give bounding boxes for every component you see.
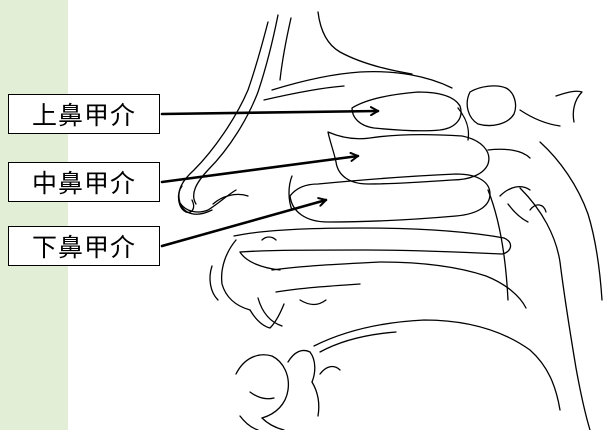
hard-palate <box>234 228 511 270</box>
frontal-region <box>264 72 582 126</box>
inferior-turbinate <box>289 174 490 222</box>
lower-jaw <box>236 350 340 430</box>
label-middle-turbinate: 中鼻甲介 <box>8 162 160 202</box>
arrow-middle-turbinate <box>162 156 358 182</box>
superior-turbinate <box>352 92 469 140</box>
lip-teeth <box>210 240 284 328</box>
arrow-upper-turbinate <box>162 111 378 114</box>
tongue-palate <box>258 262 560 410</box>
label-inferior-turbinate: 下鼻甲介 <box>8 226 160 266</box>
arrow-lower-turbinate <box>162 200 326 246</box>
label-superior-turbinate: 上鼻甲介 <box>8 94 160 134</box>
middle-turbinate <box>328 132 530 184</box>
